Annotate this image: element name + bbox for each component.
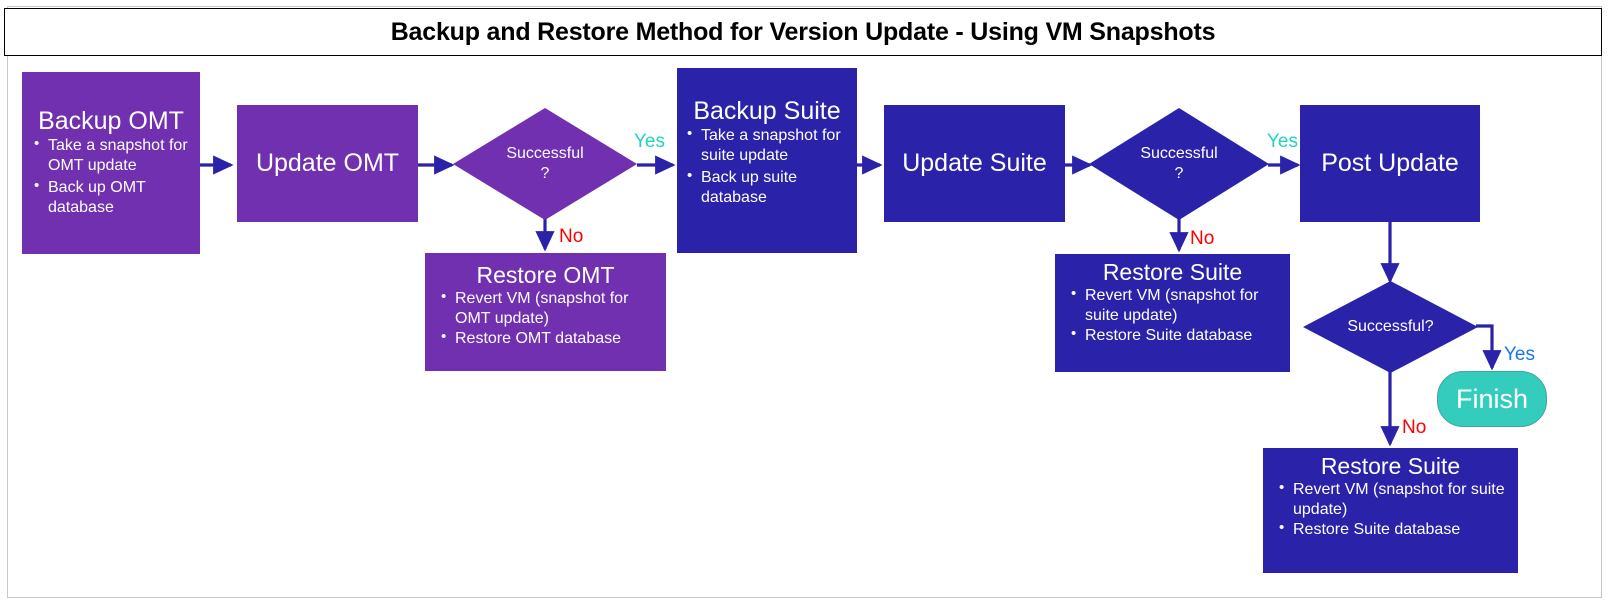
node-restore-suite-middle[interactable]: Restore Suite Revert VM (snapshot for su… (1055, 254, 1290, 372)
edge-label-no-post: No (1402, 417, 1427, 438)
node-restore-suite-bottom-bullets: Revert VM (snapshot for suite update) Re… (1263, 479, 1518, 540)
diagram-title-bar: Backup and Restore Method for Version Up… (4, 8, 1602, 56)
edge-label-no-omt: No (559, 226, 584, 247)
node-restore-omt[interactable]: Restore OMT Revert VM (snapshot for OMT … (425, 253, 666, 371)
list-item: Revert VM (snapshot for suite update) (1069, 285, 1284, 325)
node-decision-omt[interactable]: Successful ? (453, 108, 637, 220)
node-post-update[interactable]: Post Update (1300, 105, 1480, 222)
node-backup-omt-title: Backup OMT (38, 107, 184, 135)
edge-label-no-suite: No (1190, 228, 1215, 249)
list-item: Back up suite database (685, 167, 851, 207)
node-backup-suite-title: Backup Suite (693, 97, 841, 125)
node-restore-suite-middle-bullets: Revert VM (snapshot for suite update) Re… (1055, 285, 1290, 346)
list-item: Restore Suite database (1069, 325, 1284, 346)
node-backup-suite[interactable]: Backup Suite Take a snapshot for suite u… (677, 68, 857, 253)
node-restore-omt-title: Restore OMT (476, 262, 615, 288)
node-update-omt-title: Update OMT (255, 149, 400, 178)
node-decision-post-label: Successful? (1347, 318, 1434, 335)
node-restore-suite-bottom[interactable]: Restore Suite Revert VM (snapshot for su… (1263, 448, 1518, 573)
list-item: Take a snapshot for suite update (685, 125, 851, 165)
list-item: Revert VM (snapshot for suite update) (1277, 479, 1512, 519)
edge-label-yes-post: Yes (1504, 344, 1535, 365)
edge-label-yes-omt: Yes (634, 131, 665, 152)
list-item: Restore OMT database (439, 328, 660, 349)
list-item: Take a snapshot for OMT update (32, 135, 194, 175)
list-item: Restore Suite database (1277, 519, 1512, 540)
node-backup-omt-bullets: Take a snapshot for OMT update Back up O… (22, 135, 200, 217)
list-item: Back up OMT database (32, 177, 194, 217)
node-post-update-title: Post Update (1321, 149, 1459, 178)
node-backup-suite-bullets: Take a snapshot for suite update Back up… (677, 125, 857, 207)
node-decision-post[interactable]: Successful? (1303, 281, 1478, 373)
node-update-suite-title: Update Suite (902, 149, 1047, 178)
node-restore-suite-middle-title: Restore Suite (1102, 259, 1243, 285)
node-update-suite[interactable]: Update Suite (884, 105, 1065, 222)
edge-label-yes-suite: Yes (1267, 131, 1298, 152)
list-item: Revert VM (snapshot for OMT update) (439, 288, 660, 328)
node-decision-omt-label: Successful ? (506, 145, 584, 182)
node-finish-label: Finish (1455, 383, 1529, 414)
node-decision-suite[interactable]: Successful ? (1089, 108, 1269, 220)
node-restore-suite-bottom-title: Restore Suite (1320, 453, 1461, 479)
node-update-omt[interactable]: Update OMT (237, 105, 418, 222)
node-decision-suite-label: Successful ? (1140, 145, 1218, 182)
node-restore-omt-bullets: Revert VM (snapshot for OMT update) Rest… (425, 288, 666, 349)
node-backup-omt[interactable]: Backup OMT Take a snapshot for OMT updat… (22, 72, 200, 254)
node-finish[interactable]: Finish (1437, 371, 1547, 427)
page-title: Backup and Restore Method for Version Up… (390, 17, 1216, 46)
